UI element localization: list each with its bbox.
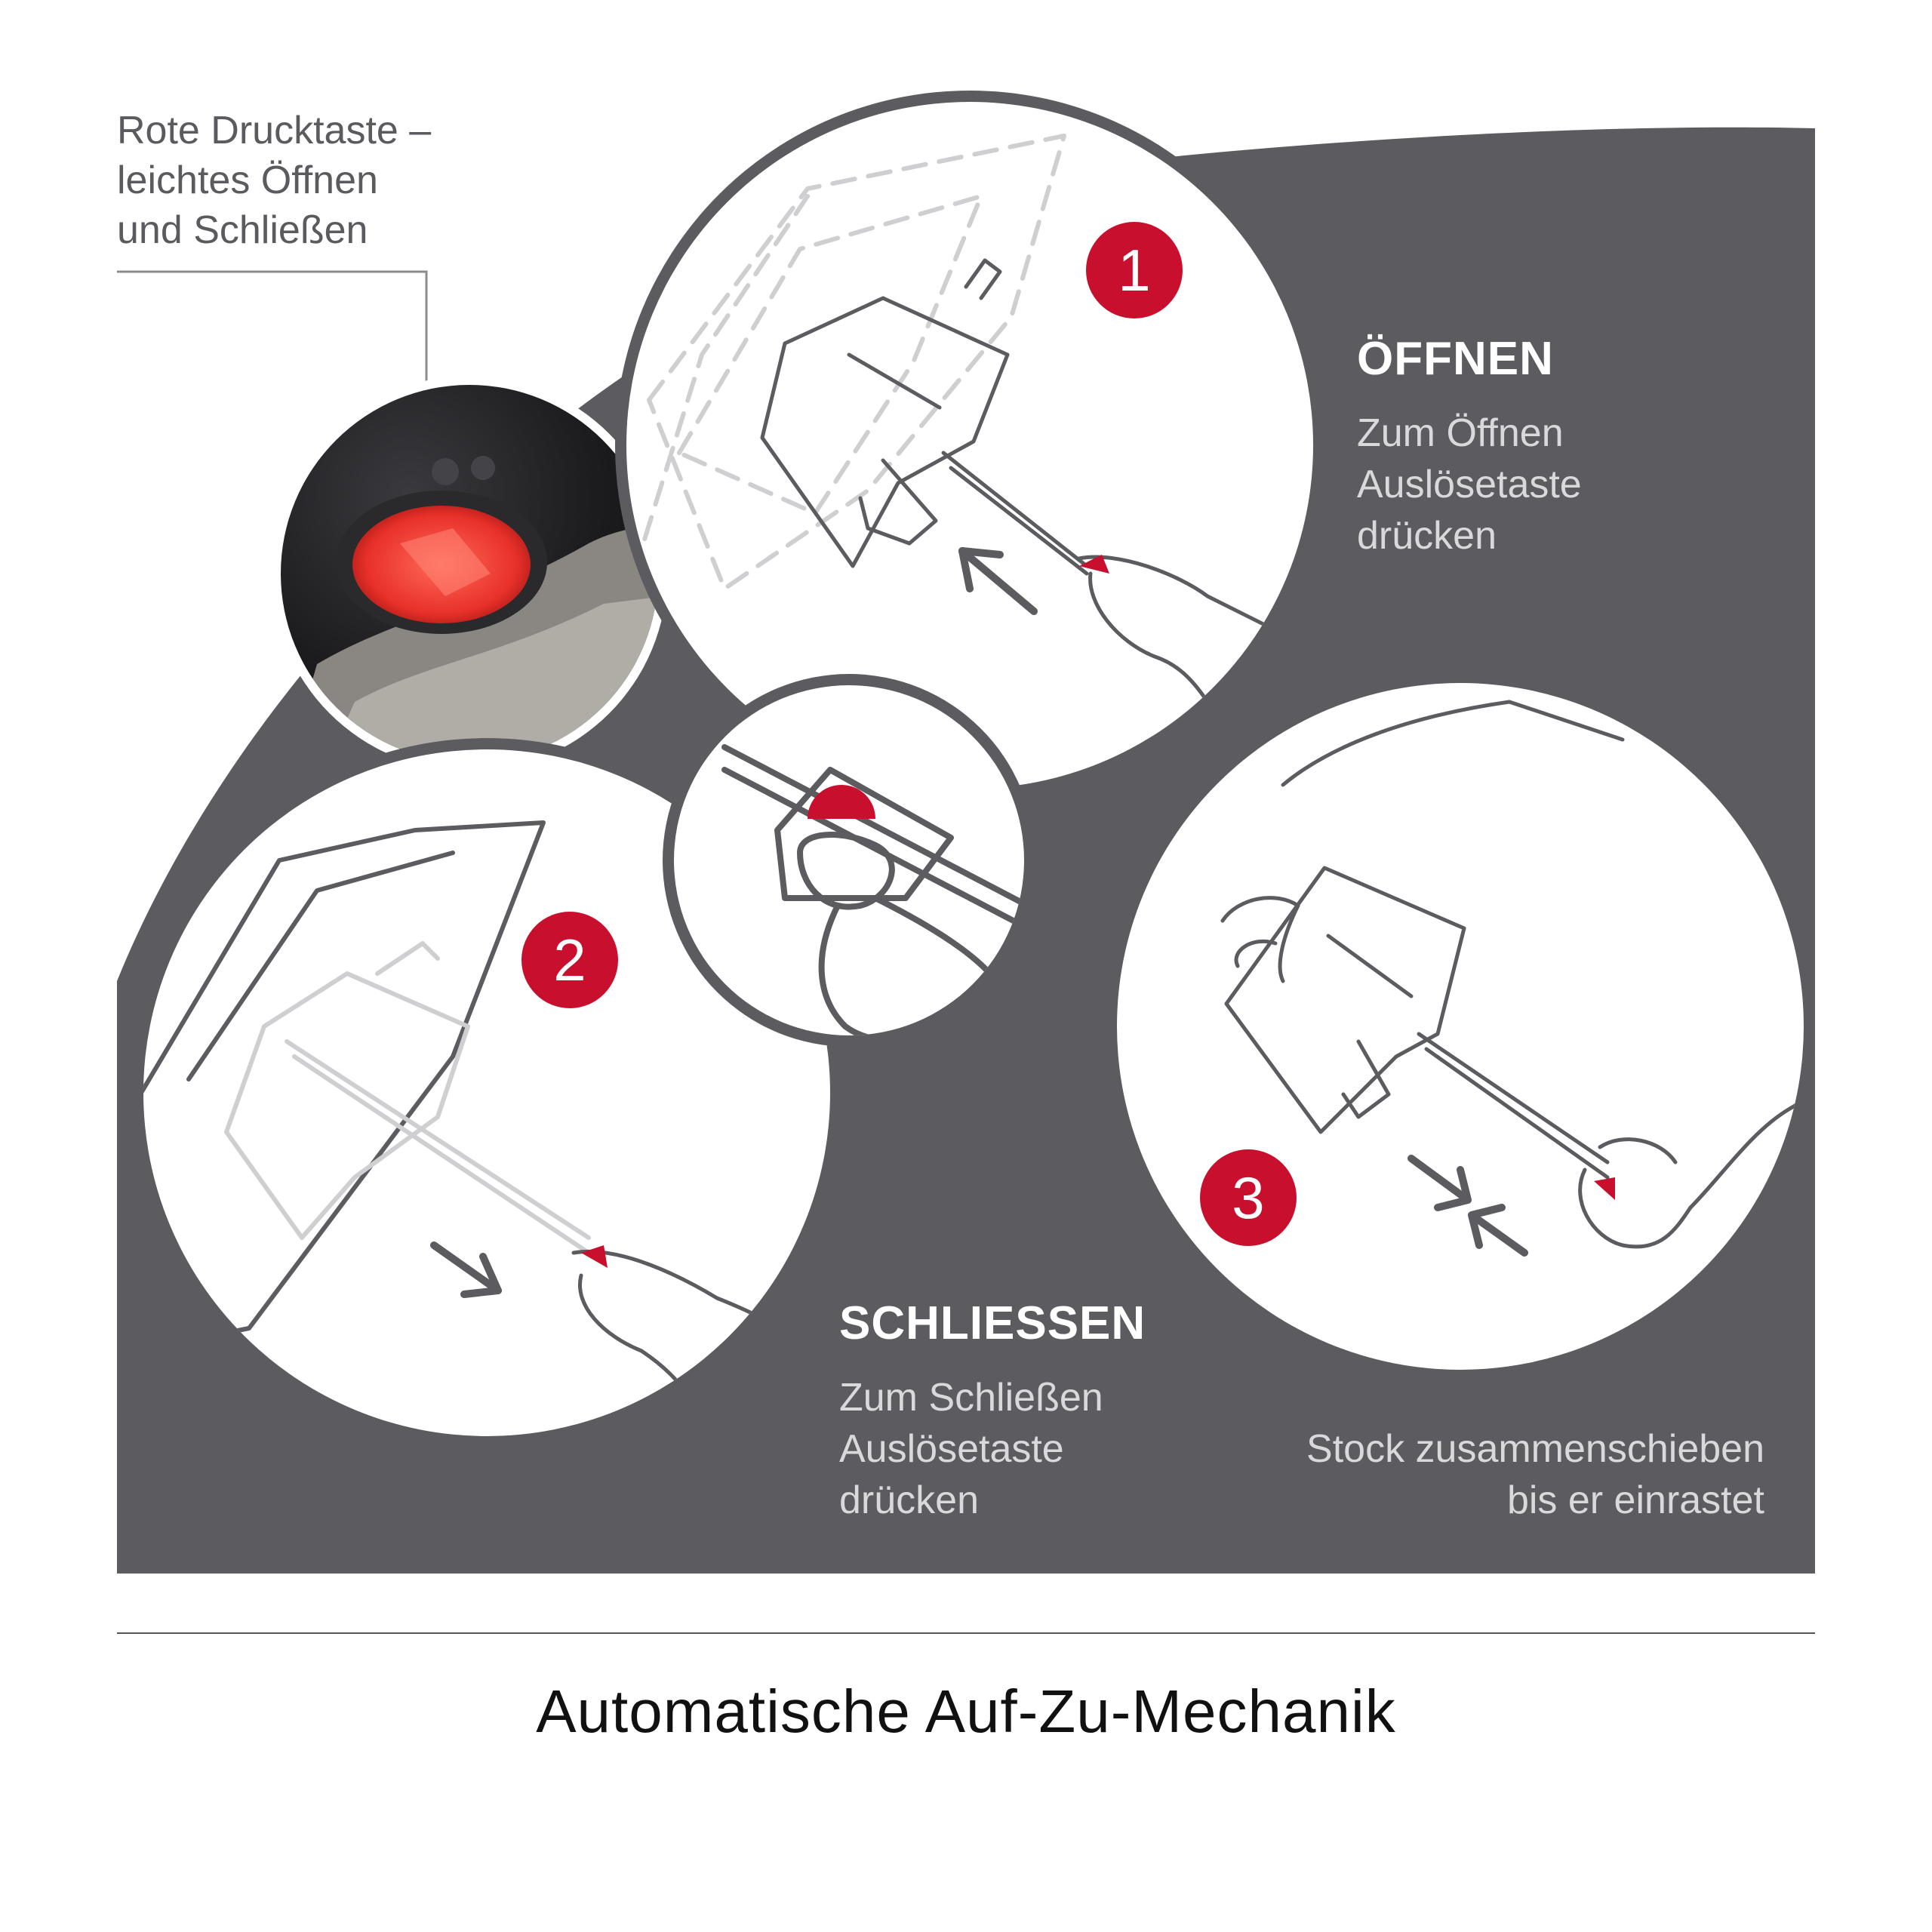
callout-line: und Schließen (117, 208, 368, 252)
step-1-line: Zum Öffnen (1357, 411, 1564, 455)
step-3-line: Stock zusammenschieben (1306, 1427, 1764, 1471)
step-3-badge: 3 (1232, 1164, 1264, 1231)
step-3-illustration: 3 (1106, 672, 1815, 1381)
step-1-badge: 1 (1118, 237, 1150, 303)
button-detail-illustration (663, 674, 1035, 1047)
step-2-illustration: 2 (132, 738, 841, 1447)
divider-line (117, 1632, 1815, 1634)
callout-label: Rote Drucktaste – leichtes Öffnen und Sc… (117, 106, 540, 255)
callout-line: Rote Drucktaste – (117, 109, 432, 152)
step-1-title: ÖFFNEN (1357, 333, 1554, 385)
step-3-description: Stock zusammenschieben bis er einrastet (1085, 1423, 1764, 1526)
step-1-line: drücken (1357, 514, 1497, 558)
footer-title: Automatische Auf-Zu-Mechanik (536, 1678, 1396, 1745)
step-2-line: Auslösetaste (839, 1427, 1064, 1471)
red-button-photo (272, 376, 667, 771)
step-2-line: Zum Schließen (839, 1376, 1103, 1420)
step-1-line: Auslösetaste (1357, 463, 1582, 506)
step-1-illustration: 1 (615, 91, 1324, 800)
step-1-description: Zum Öffnen Auslösetaste drücken (1357, 408, 1582, 561)
callout-line: leichtes Öffnen (117, 158, 378, 202)
step-2-badge: 2 (553, 927, 586, 993)
step-2-title: SCHLIESSEN (839, 1297, 1146, 1349)
step-2-description: Zum Schließen Auslösetaste drücken (839, 1372, 1103, 1526)
step-3-line: bis er einrastet (1506, 1478, 1764, 1522)
step-2-line: drücken (839, 1478, 979, 1522)
